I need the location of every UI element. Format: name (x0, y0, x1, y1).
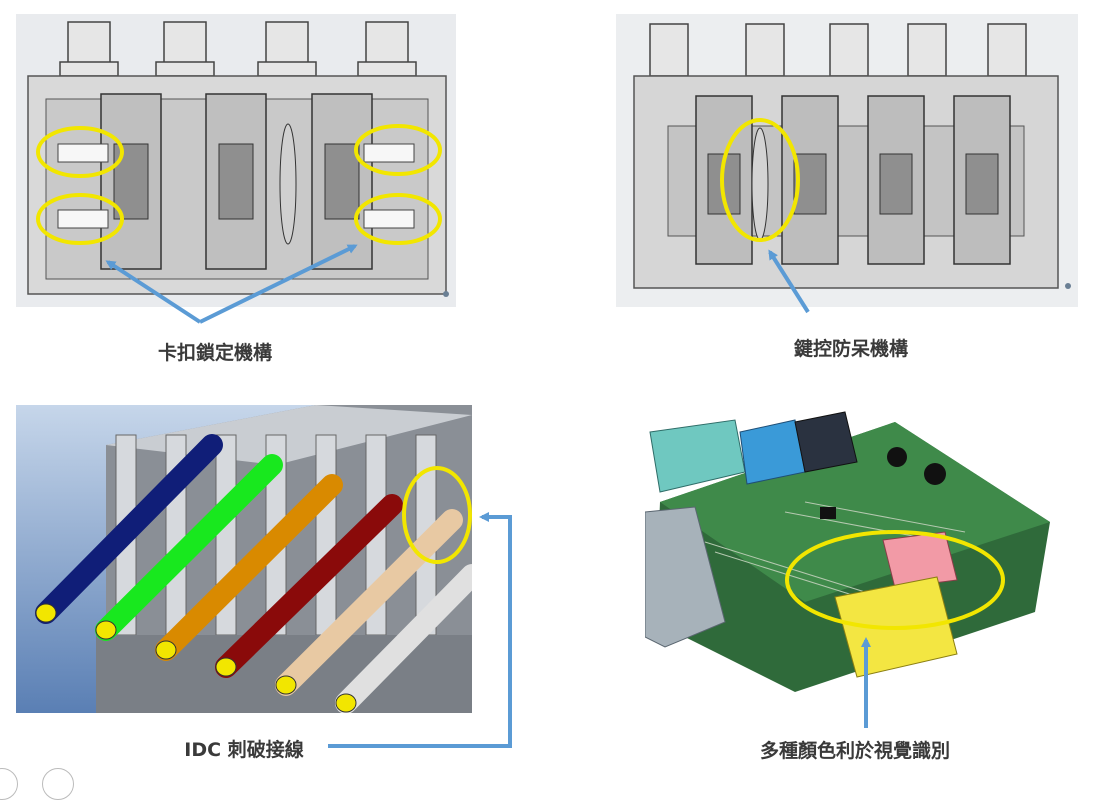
pcb-photo-panel (645, 392, 1055, 692)
latch-render-image (27, 21, 449, 297)
idc-render-image (16, 405, 472, 713)
latch-render-panel (16, 14, 456, 307)
pcb-photo-image (645, 411, 1050, 692)
idc-render-panel (16, 405, 472, 713)
key-caption: 鍵控防呆機構 (793, 338, 908, 360)
key-render-image (633, 23, 1071, 289)
color-caption: 多種顏色利於視覺識別 (759, 740, 950, 762)
next-slide-button[interactable] (42, 768, 74, 800)
latch-caption: 卡扣鎖定機構 (157, 342, 272, 364)
prev-slide-button[interactable] (0, 768, 18, 800)
idc-caption: IDC 刺破接線 (184, 739, 304, 761)
key-render-panel (616, 14, 1078, 307)
